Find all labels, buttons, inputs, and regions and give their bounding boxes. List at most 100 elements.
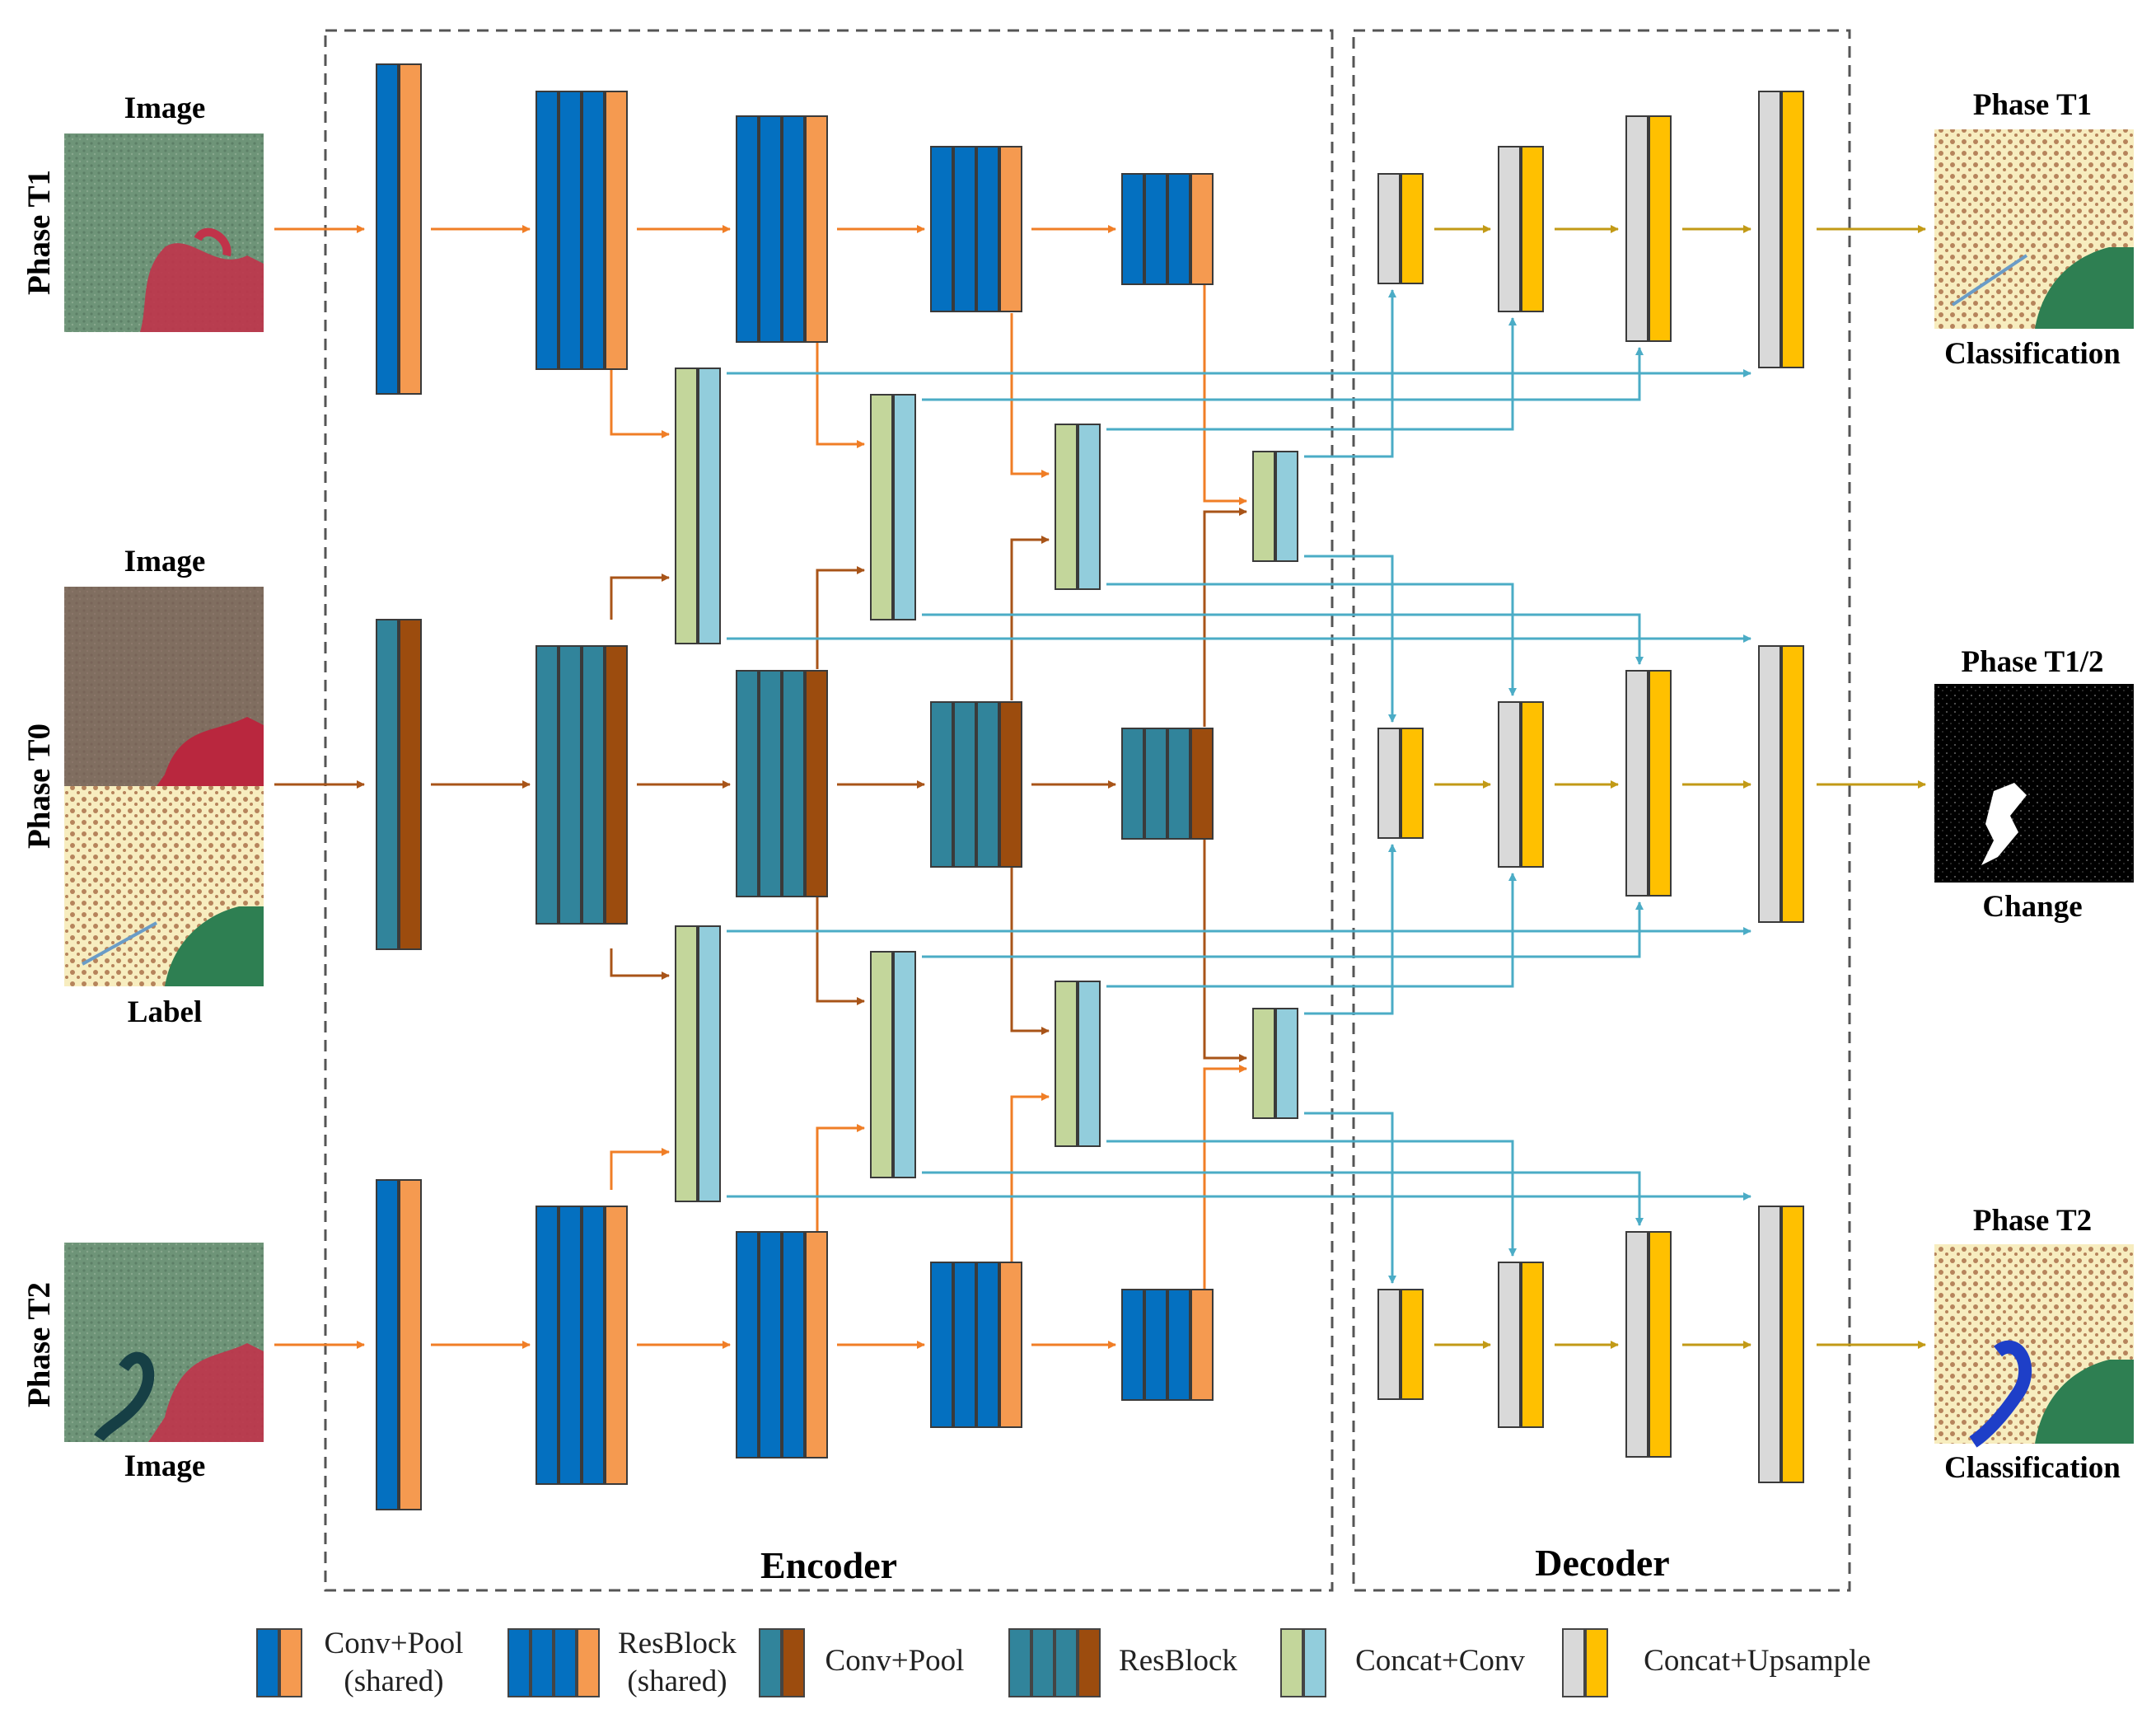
concat-conv-t0t2-1 [675, 925, 721, 1202]
t1-to-concat-2 [816, 341, 865, 448]
legend-label: Concat+Conv [1355, 1644, 1525, 1678]
concat-conv-t0t2-2 [870, 951, 916, 1178]
upper-skip-a-4 [1304, 289, 1396, 458]
t2-encoder-stage-5 [1121, 1289, 1214, 1401]
t0-decoder-stage-4 [1758, 645, 1804, 923]
t0-encoder-stage-1 [376, 619, 422, 950]
t1-output-caption: Classification [1944, 337, 2121, 371]
lower-skip-a-2 [922, 901, 1644, 958]
t2-encoder-stage-1 [376, 1179, 422, 1510]
lower-skip-a-4 [1304, 844, 1396, 1015]
feature-blocks [376, 63, 1804, 1510]
legend-label: Conv+Pool [825, 1644, 965, 1678]
concat-conv-t1t0-2 [870, 394, 916, 620]
t2-output-caption: Classification [1944, 1451, 2121, 1485]
t0-encoder-stage-2 [535, 645, 628, 925]
legend-item-resblock-shared: ResBlock (shared) [507, 1627, 737, 1698]
t1-encoder-stage-1 [376, 63, 422, 395]
legend-item-concat-upsample: Concat+Upsample [1562, 1628, 1871, 1697]
t2-encoder-stage-3 [736, 1231, 828, 1458]
t1-decoder-stage-2 [1498, 146, 1544, 312]
upper-skip-b-3 [1106, 583, 1517, 696]
legend-item-resblock: ResBlock [1008, 1628, 1237, 1697]
t2-image-label: Image [124, 1449, 206, 1483]
t1-to-concat-1 [610, 369, 670, 438]
t1-encoder-stage-4 [930, 146, 1022, 312]
t2-decoder-stage-2 [1498, 1262, 1544, 1428]
t2-encoder-stage-2 [535, 1206, 628, 1485]
concat-conv-t1t0-1 [675, 368, 721, 644]
t0-image-label: Image [124, 545, 206, 578]
lower-skip-a-3 [1106, 873, 1517, 988]
t1-image-label: Image [124, 91, 206, 125]
t2-output-title: Phase T2 [1973, 1204, 2092, 1238]
upper-skip-a-2 [922, 347, 1644, 401]
concat-conv-t0t2-3 [1055, 981, 1101, 1147]
t0-decoder-stage-1 [1377, 728, 1424, 839]
t0-input-image [64, 587, 264, 786]
t1-to-concat-4 [1203, 285, 1247, 505]
row-label-t0: Phase T0 [21, 723, 57, 849]
t0-to-concat-up-4 [1203, 508, 1247, 727]
row-label-t1: Phase T1 [21, 170, 57, 295]
lower-skip-b-3 [1106, 1140, 1517, 1257]
t0-encoder-stage-5 [1121, 728, 1214, 840]
t2-to-concat-4 [1203, 1065, 1247, 1290]
t12-output-caption: Change [1982, 890, 2082, 924]
t2-classification-map [1934, 1244, 2134, 1448]
change-map [1934, 684, 2134, 883]
connection-arrows [274, 225, 1926, 1349]
decoder-frame [1352, 29, 1851, 1592]
concat-conv-t1t0-3 [1055, 424, 1101, 590]
lower-skip-b-2 [922, 1171, 1644, 1226]
t1-to-concat-3 [1010, 313, 1050, 478]
t1-encoder-stage-5 [1121, 173, 1214, 285]
upper-skip-b-4 [1304, 555, 1396, 723]
legend-label: Concat+Upsample [1644, 1644, 1871, 1678]
t0-to-concat-down-1 [610, 948, 670, 980]
row-label-t2: Phase T2 [21, 1282, 57, 1407]
t0-decoder-stage-3 [1625, 670, 1672, 897]
legend-sublabel: (shared) [627, 1664, 727, 1698]
encoder-frame [324, 29, 1334, 1592]
t1-decoder-stage-4 [1758, 91, 1804, 368]
legend-item-conv-pool-shared: Conv+Pool (shared) [256, 1627, 464, 1698]
legend-item-conv-pool: Conv+Pool [759, 1628, 965, 1697]
encoder-title: Encoder [760, 1544, 897, 1586]
t0-decoder-stage-2 [1498, 701, 1544, 868]
t0-label-caption: Label [128, 995, 202, 1029]
t1-encoder-stage-3 [736, 115, 828, 343]
t2-decoder-stage-4 [1758, 1206, 1804, 1483]
t0-to-concat-down-2 [816, 897, 865, 1005]
t1-encoder-stage-2 [535, 91, 628, 370]
t1-decoder-stage-1 [1377, 173, 1424, 284]
t1-decoder-stage-3 [1625, 115, 1672, 342]
legend-sublabel: (shared) [344, 1664, 443, 1698]
t2-encoder-stage-4 [930, 1262, 1022, 1428]
t0-to-concat-down-3 [1010, 867, 1050, 1035]
t12-output-title: Phase T1/2 [1961, 645, 2103, 679]
upper-skip-a-3 [1106, 317, 1517, 431]
concat-conv-t0t2-4 [1252, 1008, 1298, 1119]
t1-output-title: Phase T1 [1973, 88, 2092, 122]
t2-input-image [64, 1243, 264, 1442]
legend-label: Conv+Pool [325, 1627, 464, 1660]
t0-encoder-stage-4 [930, 701, 1022, 868]
t0-to-concat-up-2 [816, 566, 865, 669]
t0-encoder-stage-3 [736, 670, 828, 897]
t0-to-concat-up-3 [1010, 536, 1050, 700]
decoder-title: Decoder [1535, 1542, 1669, 1584]
t0-to-concat-up-1 [610, 574, 670, 620]
t1-classification-map [1934, 129, 2134, 329]
t2-decoder-stage-3 [1625, 1231, 1672, 1458]
concat-conv-t1t0-4 [1252, 451, 1298, 562]
legend: Conv+Pool (shared) ResBlock (shared) Con… [256, 1627, 1871, 1698]
upper-skip-b-2 [922, 613, 1644, 665]
t1-input-image [64, 133, 264, 332]
legend-item-concat-conv: Concat+Conv [1280, 1628, 1525, 1697]
legend-label: ResBlock [1119, 1644, 1237, 1678]
legend-label: ResBlock [618, 1627, 737, 1660]
t2-to-concat-3 [1010, 1093, 1050, 1262]
t2-to-concat-2 [816, 1124, 865, 1232]
